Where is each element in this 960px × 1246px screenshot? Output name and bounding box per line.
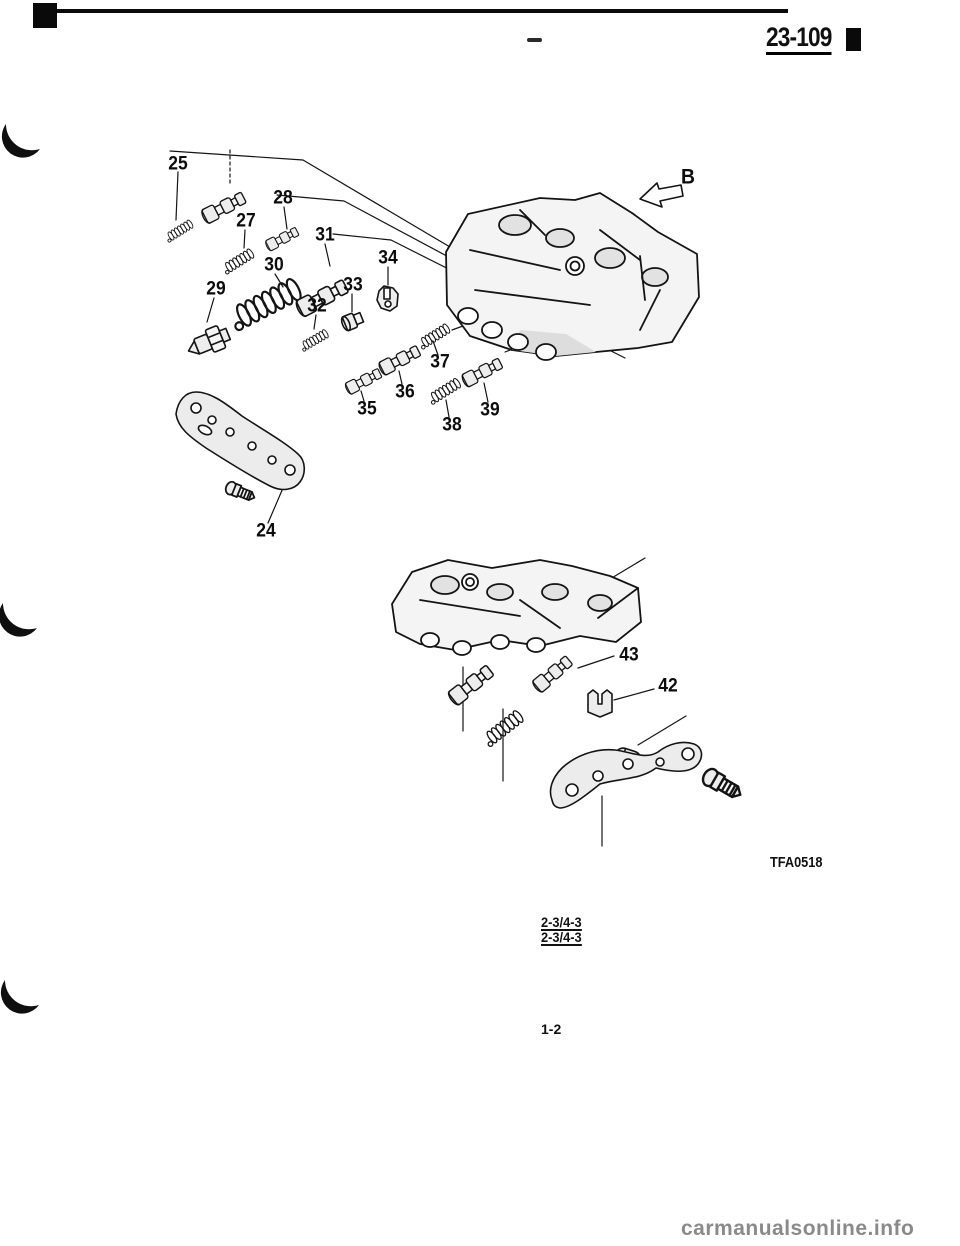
valve-43 <box>530 653 575 695</box>
callout-39: 39 <box>480 399 500 421</box>
gear-fragment: 1-2 <box>541 1021 562 1037</box>
cap-33 <box>340 311 365 332</box>
callout-36: 36 <box>395 381 415 403</box>
callout-28: 28 <box>273 187 293 209</box>
bolt-lower <box>698 765 746 804</box>
callout-29: 29 <box>206 278 226 300</box>
spring-27 <box>220 247 256 276</box>
callout-24: 24 <box>256 520 276 542</box>
valve-28 <box>263 225 301 253</box>
spring-30 <box>225 275 305 333</box>
manual-lever-arm <box>549 741 703 809</box>
separator-plate-24 <box>175 391 306 491</box>
bolt-24 <box>223 479 258 505</box>
figure-reference-code: TFA0518 <box>770 854 823 871</box>
callout-31: 31 <box>315 224 335 246</box>
callout-25: 25 <box>168 153 188 175</box>
valve-body-upper <box>445 192 700 361</box>
valve-body-lower <box>391 559 642 656</box>
page-number: 23-109 <box>766 24 832 55</box>
callout-37: 37 <box>430 351 450 373</box>
top-rule <box>36 9 788 13</box>
lower-diagram <box>391 557 746 847</box>
callout-35: 35 <box>357 398 377 420</box>
callout-30: 30 <box>264 254 284 276</box>
solenoid-valve-lower <box>445 662 496 708</box>
spring-38 <box>426 376 463 406</box>
callout-32: 32 <box>307 295 327 317</box>
sensor-29 <box>187 325 232 355</box>
callout-33: 33 <box>343 274 363 296</box>
callout-34: 34 <box>378 247 398 269</box>
spring-25 <box>163 218 195 244</box>
callout-38: 38 <box>442 414 462 436</box>
spring-32 <box>298 328 330 353</box>
shift-fragment-line1: 2-3/4-3 <box>541 915 582 931</box>
clip-34 <box>376 285 399 312</box>
clip-42 <box>587 689 613 718</box>
callout-42: 42 <box>658 675 678 697</box>
upper-diagram <box>163 149 700 524</box>
callout-43: 43 <box>619 644 639 666</box>
shift-pattern-fragments: 2-3/4-3 2-3/4-3 <box>541 915 584 946</box>
valve-39 <box>459 356 505 389</box>
callout-27: 27 <box>236 210 256 232</box>
valve-35 <box>343 366 384 396</box>
page-number-tab-mark <box>846 28 861 51</box>
callout-B: B <box>681 165 695 189</box>
left-edge-crescent-marks <box>0 124 40 1014</box>
watermark-text: carmanualsonline.info <box>681 1217 915 1240</box>
dash-mark <box>527 38 542 42</box>
view-b-arrow <box>639 182 684 208</box>
shift-fragment-line2: 2-3/4-3 <box>541 930 582 946</box>
corner-block-mark <box>33 3 57 28</box>
